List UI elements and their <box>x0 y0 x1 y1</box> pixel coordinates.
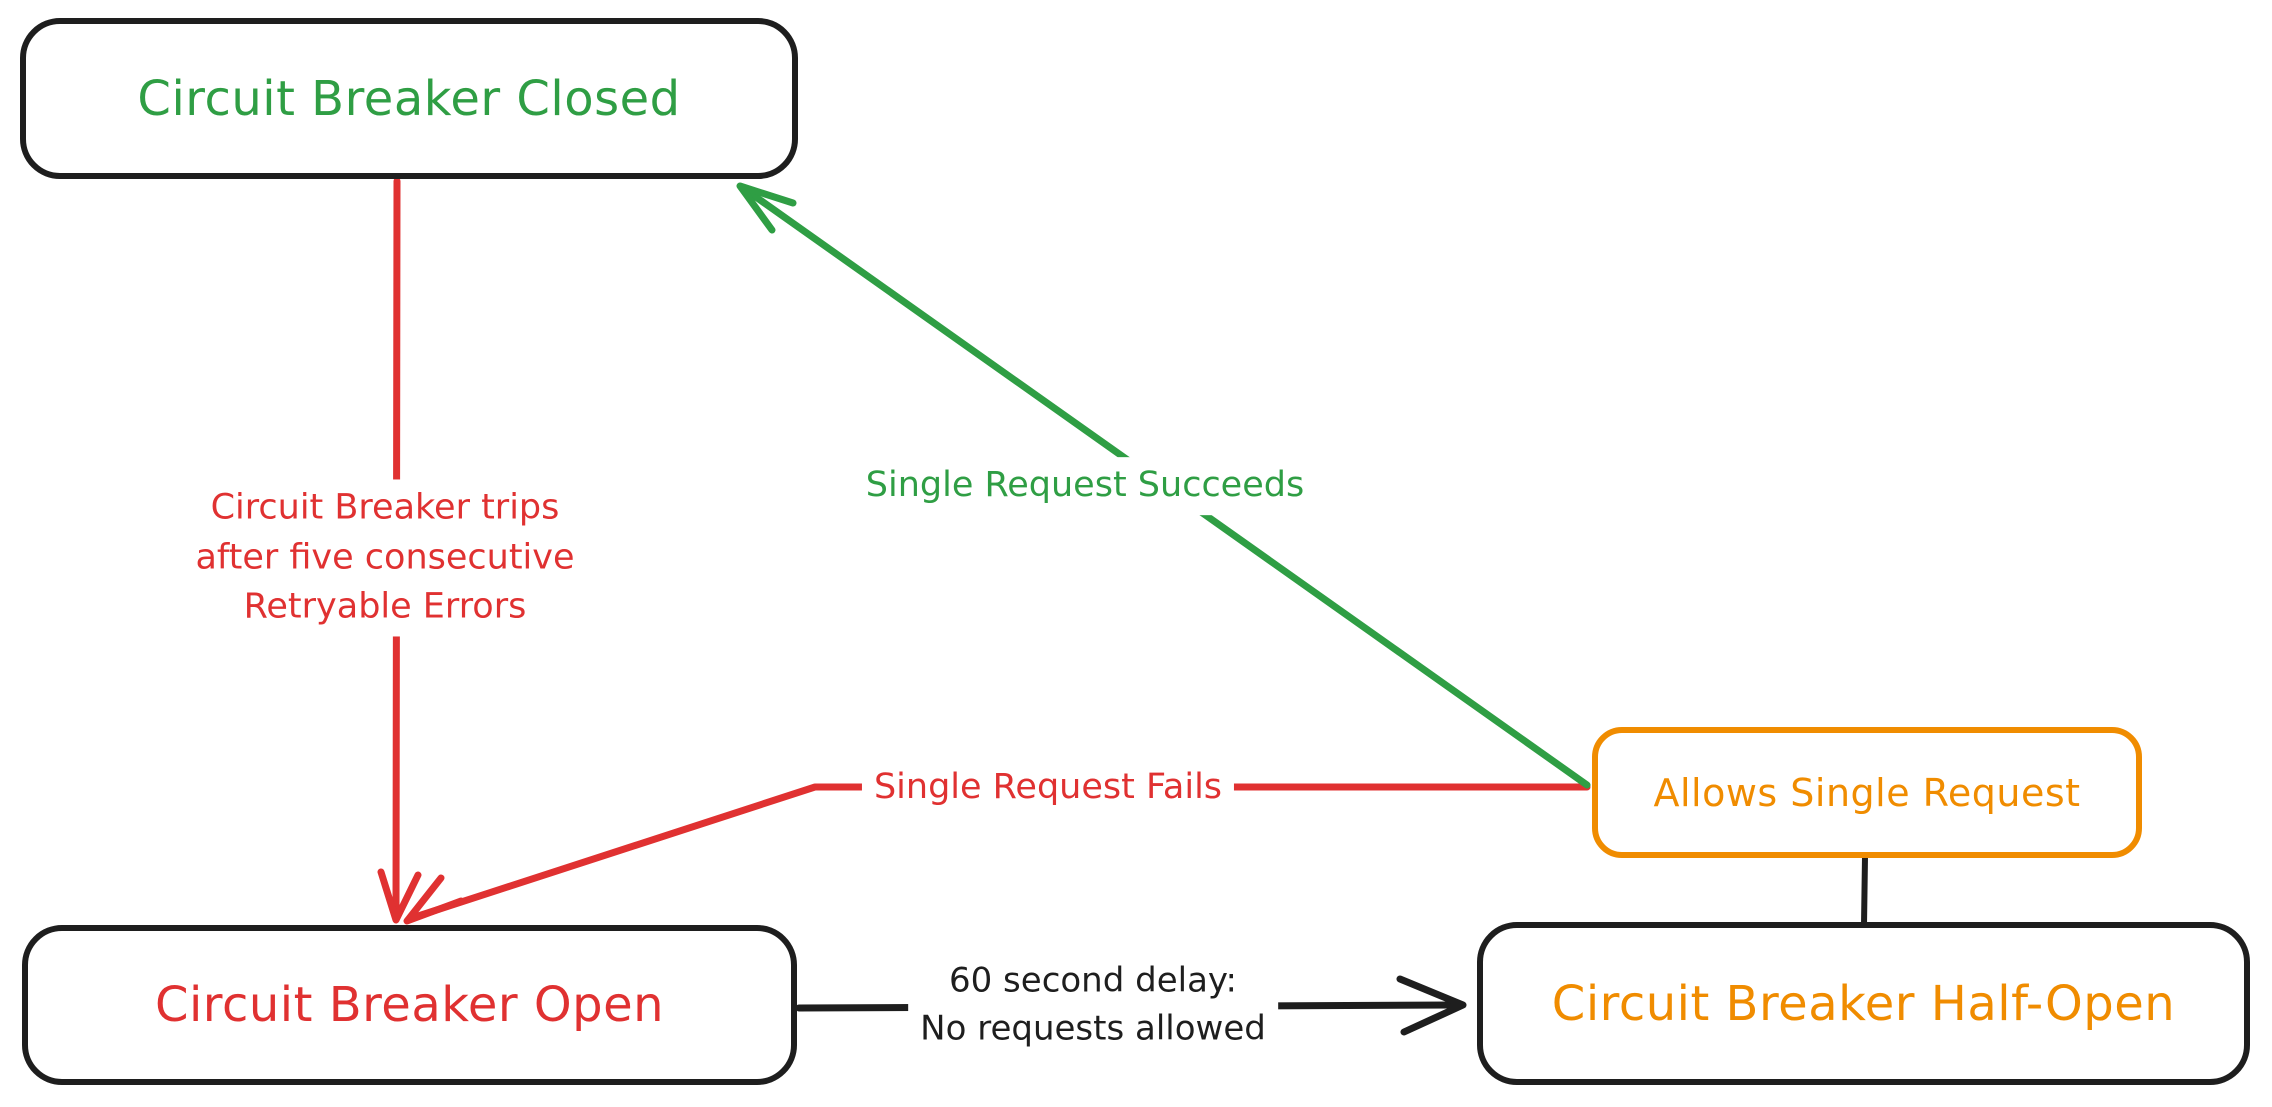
edge-label-trip: Circuit Breaker trips after five consecu… <box>183 479 587 637</box>
allows-single-request-box: Allows Single Request <box>1592 727 2142 858</box>
delay-arrowhead <box>1396 975 1467 1036</box>
fail-arrowhead <box>403 874 465 925</box>
state-half-open-label: Circuit Breaker Half-Open <box>1551 975 2176 1032</box>
allows-single-request-label: Allows Single Request <box>1653 770 2081 815</box>
edge-label-delay: 60 second delay: No requests allowed <box>908 952 1278 1058</box>
edge-label-succeed-text: Single Request Succeeds <box>865 465 1305 506</box>
trip-arrowhead <box>377 868 422 924</box>
edge-label-fail: Single Request Fails <box>861 759 1235 817</box>
edge-label-succeed: Single Request Succeeds <box>853 457 1317 515</box>
edge-label-delay-line2: No requests allowed <box>920 1009 1266 1049</box>
state-half-open-box: Circuit Breaker Half-Open <box>1477 922 2250 1085</box>
succeed-arrowhead <box>736 182 797 234</box>
state-closed-box: Circuit Breaker Closed <box>20 18 798 179</box>
state-open-label: Circuit Breaker Open <box>154 977 665 1033</box>
edge-label-fail-text: Single Request Fails <box>873 767 1223 808</box>
edge-label-trip-line2: after five consecutive <box>195 537 575 578</box>
state-closed-label: Circuit Breaker Closed <box>137 70 681 127</box>
edge-label-trip-line1: Circuit Breaker trips <box>210 487 560 528</box>
state-open-box: Circuit Breaker Open <box>22 925 797 1085</box>
fail-arrow-shaft <box>408 783 1591 922</box>
edge-label-trip-line3: Retryable Errors <box>243 586 527 627</box>
edge-label-delay-line1: 60 second delay: <box>948 960 1238 1001</box>
probe-connector-line <box>1861 854 1868 928</box>
connector-fail-arrow <box>403 783 1591 925</box>
